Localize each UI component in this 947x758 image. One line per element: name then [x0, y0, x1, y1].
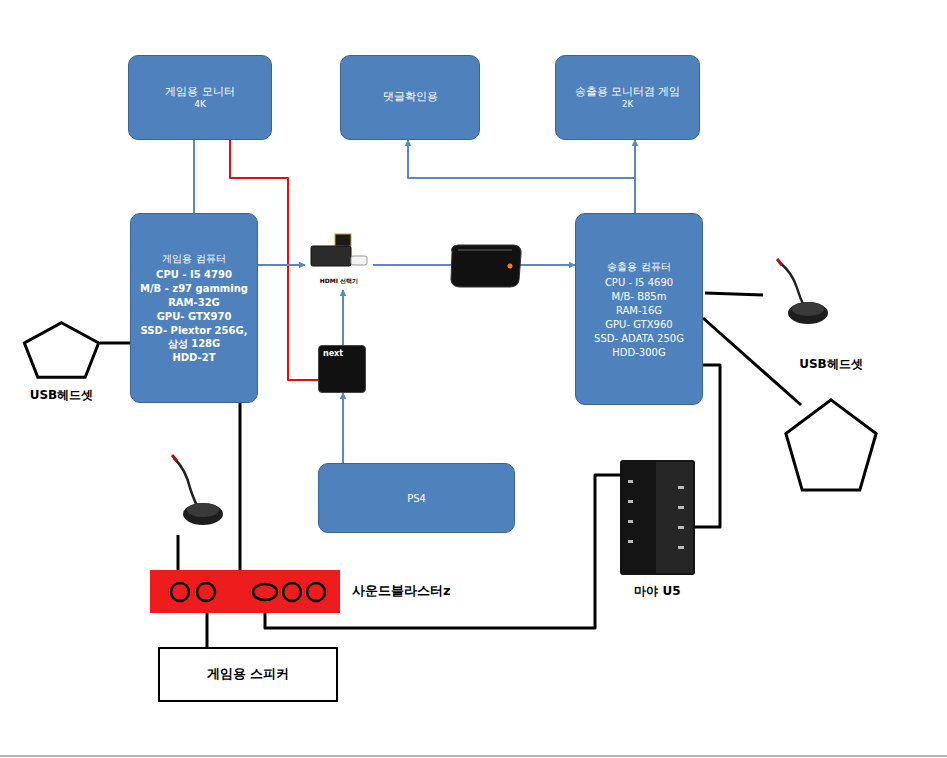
node-title: PS4 [407, 492, 426, 505]
process-box: 게임용 모니터4K [128, 55, 272, 140]
connector [634, 140, 636, 213]
hdmi-selector-picture [305, 232, 373, 276]
node-title: USB헤드셋 [799, 356, 863, 373]
connector [258, 264, 305, 266]
node-title: 송출용 컴퓨터 [607, 260, 670, 273]
microphone [172, 455, 223, 583]
node-detail: RAM-16G [616, 304, 662, 317]
process-box: 송출용 모니터겸 게임2K [555, 55, 700, 140]
jack-panel [150, 570, 340, 613]
node-title: 게임용 컴퓨터 [162, 252, 225, 265]
node-detail: RAM-32G [168, 296, 220, 309]
speaker-node: 게임용 스피커 [158, 647, 338, 702]
node-detail: CPU - I5 4690 [605, 276, 673, 289]
connector [703, 318, 801, 405]
connector [239, 403, 242, 570]
penta-node: USB헤드셋 [783, 397, 879, 493]
process-box: PS4 [318, 463, 515, 533]
node-title: HDMI 선택기 [305, 277, 373, 285]
node-detail: M/B - z97 gamming [140, 282, 248, 295]
node-title: USB헤드셋 [30, 387, 94, 404]
connector [373, 264, 575, 266]
node-title: next [319, 346, 365, 359]
node-title: 게임용 스피커 [207, 666, 290, 683]
connector [206, 613, 209, 647]
capture-card [451, 245, 521, 287]
audio-interface-body [620, 460, 695, 575]
process-box: 송출용 컴퓨터 CPU - I5 4690M/B- B85mRAM-16GGPU-… [575, 213, 703, 405]
node-detail: 2K [622, 99, 634, 111]
pentagon-outline [22, 321, 101, 379]
connector [342, 290, 344, 345]
process-box: 댓글확인용 [340, 55, 480, 140]
node-title: 게임용 모니터 [165, 85, 235, 99]
next-node: next [318, 345, 366, 393]
connector [193, 140, 195, 213]
node-detail: HDD-2T [172, 351, 215, 364]
connector [408, 140, 635, 213]
node-detail: HDD-300G [612, 346, 665, 359]
connector [100, 342, 130, 345]
node-title: 사운드블라스터z [352, 582, 451, 600]
node-detail: GPU- GTX970 [157, 310, 232, 323]
connector [342, 393, 344, 463]
blaster-node: 사운드블라스터z [150, 570, 340, 613]
pentagon-outline [783, 397, 879, 493]
node-detail: SSD- Plextor 256G, 삼성 128G [137, 324, 251, 350]
maya-node: 마야 U5 [620, 460, 695, 575]
node-detail: M/B- B85m [612, 290, 667, 303]
selector-node: HDMI 선택기 [305, 232, 373, 290]
node-title: 댓글확인용 [383, 90, 438, 104]
node-detail: CPU - I5 4790 [156, 268, 232, 281]
process-box: 게임용 컴퓨터 CPU - I5 4790M/B - z97 gammingRAM… [130, 213, 258, 403]
node-title: 마야 U5 [634, 583, 680, 600]
node-detail: 4K [194, 99, 206, 111]
bottom-rule [0, 755, 947, 757]
microphone [705, 259, 828, 324]
node-detail: SSD- ADATA 250G [594, 332, 684, 345]
node-detail: GPU- GTX960 [605, 318, 672, 331]
node-title: 송출용 모니터겸 게임 [575, 85, 681, 99]
penta-node: USB헤드셋 [22, 321, 101, 379]
